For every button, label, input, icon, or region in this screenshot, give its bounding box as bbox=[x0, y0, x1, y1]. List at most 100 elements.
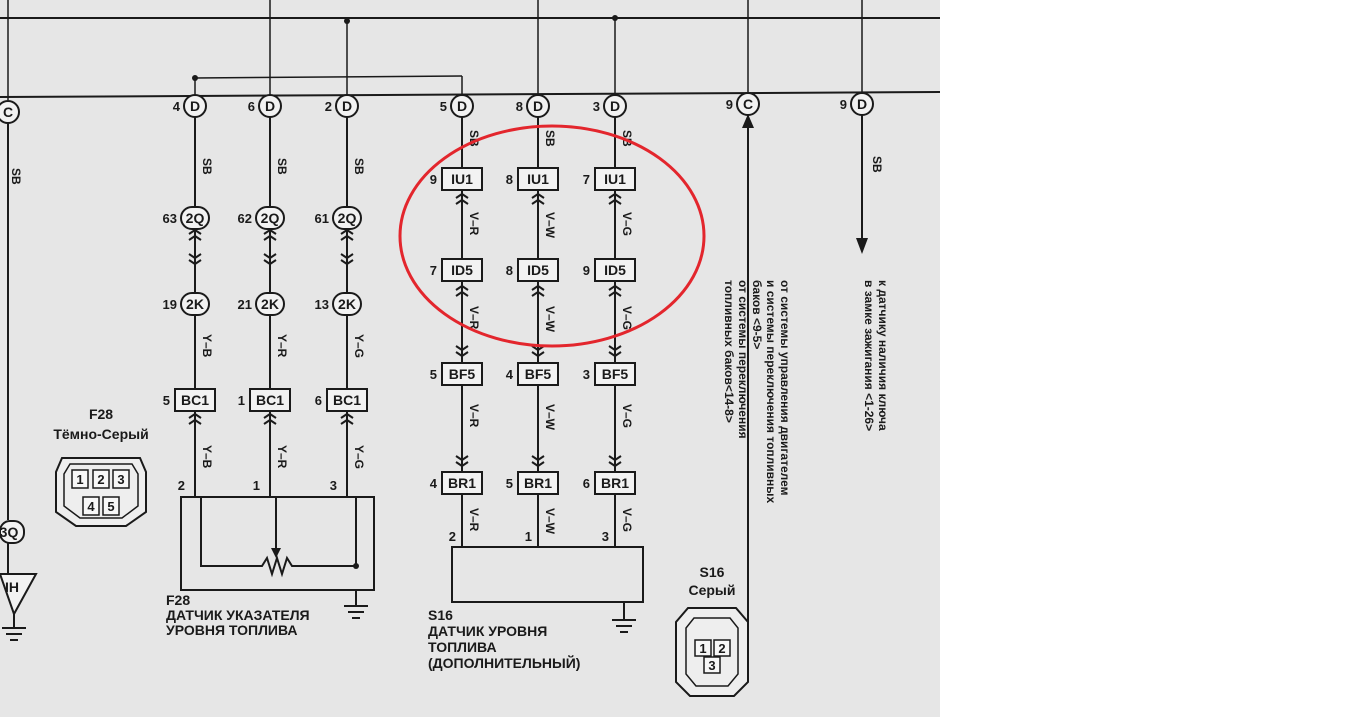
svg-text:3: 3 bbox=[708, 658, 715, 673]
highlight-ellipse bbox=[398, 124, 706, 348]
svg-text:3: 3 bbox=[583, 367, 590, 382]
ground-symbol-f28 bbox=[344, 605, 368, 619]
svg-text:5: 5 bbox=[430, 367, 437, 382]
sensor-pin-number: 3 bbox=[602, 529, 609, 544]
svg-text:5: 5 bbox=[107, 499, 114, 514]
svg-text:ДАТЧИК УКАЗАТЕЛЯ: ДАТЧИК УКАЗАТЕЛЯ bbox=[166, 607, 310, 623]
svg-text:2K: 2K bbox=[261, 296, 279, 312]
svg-text:IH: IH bbox=[5, 579, 19, 595]
wire-color-mid: Y–B bbox=[200, 334, 214, 358]
connector-pin: 5 bbox=[102, 496, 120, 516]
svg-text:BC1: BC1 bbox=[256, 392, 284, 408]
wire-color-mid: Y–R bbox=[275, 334, 289, 358]
svg-text:ID5: ID5 bbox=[604, 262, 626, 278]
junction-dot bbox=[192, 75, 198, 81]
svg-text:2Q: 2Q bbox=[261, 210, 280, 226]
svg-text:2Q: 2Q bbox=[338, 210, 357, 226]
double-chevron-icon bbox=[531, 455, 545, 468]
connector-pin: 3 bbox=[703, 656, 721, 674]
wire-color-2: V–R bbox=[467, 306, 481, 330]
wire-color-1: V–W bbox=[543, 212, 557, 239]
svg-text:C: C bbox=[743, 96, 753, 112]
svg-text:21: 21 bbox=[238, 297, 252, 312]
bus-connector-d: D9 bbox=[840, 92, 874, 116]
wire-color-2: V–G bbox=[620, 306, 634, 330]
svg-text:ТОПЛИВА: ТОПЛИВА bbox=[428, 639, 497, 655]
wire-color-low: Y–B bbox=[200, 445, 214, 469]
svg-text:BR1: BR1 bbox=[448, 475, 476, 491]
connector-f28-color: Тёмно-Серый bbox=[53, 426, 148, 442]
svg-text:5: 5 bbox=[163, 393, 170, 408]
bus-connector-c: C9 bbox=[726, 92, 760, 116]
note-from-engine: от системы управления двигателем и систе… bbox=[722, 280, 792, 504]
left-wiring-group: SB2Q632K19Y–BBC15Y–B2SB2Q622K21Y–RBC11Y–… bbox=[163, 117, 375, 619]
scanned-page-background bbox=[0, 0, 940, 717]
svg-text:и системы переключения топливн: и системы переключения топливных bbox=[764, 280, 778, 504]
svg-text:BR1: BR1 bbox=[601, 475, 629, 491]
svg-text:6: 6 bbox=[248, 99, 255, 114]
connector-pin: 4 bbox=[82, 496, 100, 516]
connector-2k: 2K 21 bbox=[238, 292, 285, 316]
svg-text:3: 3 bbox=[593, 99, 600, 114]
wiring-diagram: C SB 3Q IH SB2Q632K19Y–BBC15Y–B2SB2Q622K… bbox=[0, 0, 940, 697]
sensor-pin-number: 1 bbox=[253, 478, 260, 493]
svg-text:1: 1 bbox=[699, 641, 706, 656]
svg-text:от системы управления двигател: от системы управления двигателем bbox=[778, 280, 792, 496]
bus-connector-d: D4 bbox=[173, 94, 207, 118]
bus-connector-d: D2 bbox=[325, 94, 359, 118]
caption-f28: F28 ДАТЧИК УКАЗАТЕЛЯ УРОВНЯ ТОПЛИВА bbox=[166, 592, 310, 638]
junction-dot bbox=[353, 563, 359, 569]
svg-text:ДАТЧИК УРОВНЯ: ДАТЧИК УРОВНЯ bbox=[428, 623, 547, 639]
connector-id5: ID5 9 bbox=[583, 258, 636, 282]
svg-text:1: 1 bbox=[238, 393, 245, 408]
connector-pin: 1 bbox=[71, 469, 89, 489]
wire-color-far-left: SB bbox=[9, 168, 23, 185]
sensor-pin-number: 3 bbox=[330, 478, 337, 493]
svg-text:9: 9 bbox=[726, 97, 733, 112]
svg-text:9: 9 bbox=[430, 172, 437, 187]
connector-pin: 1 bbox=[694, 639, 712, 657]
svg-text:топливных баков<14-8>: топливных баков<14-8> bbox=[722, 280, 736, 423]
ground-symbol-ih bbox=[2, 627, 26, 641]
wire-color-1: V–G bbox=[620, 212, 634, 236]
wire-color-3: V–G bbox=[620, 404, 634, 428]
svg-text:7: 7 bbox=[583, 172, 590, 187]
svg-text:4: 4 bbox=[87, 499, 95, 514]
svg-text:13: 13 bbox=[315, 297, 329, 312]
right-wiring-group: SBIU19V–RID57V–RBF55V–RBR14V–R2SBIU18V–W… bbox=[430, 117, 644, 633]
svg-text:3Q: 3Q bbox=[0, 524, 18, 540]
svg-text:D: D bbox=[342, 98, 352, 114]
svg-text:9: 9 bbox=[583, 263, 590, 278]
svg-text:S16: S16 bbox=[428, 607, 453, 623]
svg-text:9: 9 bbox=[840, 97, 847, 112]
wire-color-mid: Y–G bbox=[352, 334, 366, 358]
connector-s16-id: S16 bbox=[700, 564, 725, 580]
sensor-box-f28 bbox=[180, 496, 375, 591]
note-to-key-sensor: к датчику наличия ключа в замке зажигани… bbox=[862, 280, 890, 431]
svg-text:D: D bbox=[610, 98, 620, 114]
svg-text:D: D bbox=[265, 98, 275, 114]
svg-text:8: 8 bbox=[506, 263, 513, 278]
wire-color-3: V–W bbox=[543, 404, 557, 431]
svg-text:6: 6 bbox=[315, 393, 322, 408]
connector-2k: 2K 13 bbox=[315, 292, 362, 316]
wire-color-low: Y–G bbox=[352, 445, 366, 469]
svg-text:D: D bbox=[857, 96, 867, 112]
svg-text:61: 61 bbox=[315, 211, 329, 226]
arrow-down-icon bbox=[856, 238, 868, 254]
double-chevron-icon bbox=[608, 455, 622, 468]
svg-text:2K: 2K bbox=[338, 296, 356, 312]
wire-color-top: SB bbox=[543, 130, 557, 147]
